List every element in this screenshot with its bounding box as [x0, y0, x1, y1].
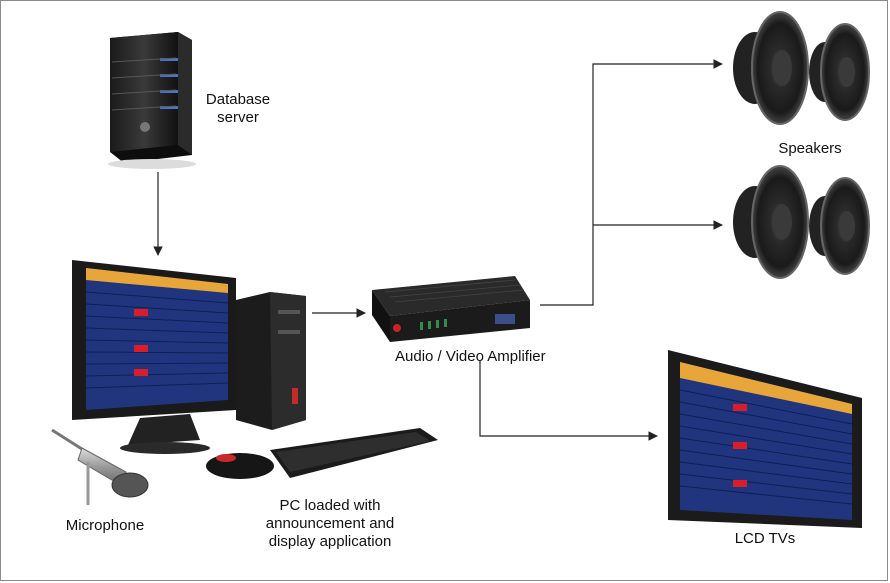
mouse-icon: [206, 453, 274, 479]
speakers-label: Speakers: [778, 140, 842, 157]
server-icon: [108, 32, 196, 169]
database-server-label: Database server: [193, 91, 283, 127]
amplifier-label: Audio / Video Amplifier: [395, 348, 546, 365]
flight-board-small: [85, 268, 229, 410]
lcd-tvs-label: LCD TVs: [734, 530, 796, 547]
database-server-label-line2: server: [217, 109, 259, 126]
pc-label-line2: announcement and: [265, 515, 395, 532]
connectors: [153, 59, 723, 441]
microphone-icon: [51, 428, 149, 505]
lcd-tv-icon: [668, 350, 862, 528]
microphone-label: Microphone: [65, 517, 145, 534]
database-server-label-line1: Database: [205, 91, 271, 108]
arrow-amp-to-speakers-top: [540, 59, 723, 306]
pc-label-line1: PC loaded with: [279, 497, 381, 514]
speakers-icon: [733, 11, 870, 279]
speaker-bottom-right: [809, 177, 870, 275]
pc-label-line3: display application: [268, 533, 392, 550]
arrow-amp-to-lcd: [479, 360, 658, 441]
speaker-top-left: [733, 11, 809, 125]
pc-label: PC loaded with announcement and display …: [245, 497, 415, 551]
speaker-bottom-left: [733, 165, 809, 279]
keyboard-icon: [270, 428, 438, 478]
speaker-top-right: [809, 23, 870, 121]
amplifier-icon: [372, 276, 530, 342]
pc-tower-icon: [236, 292, 306, 430]
monitor-icon: [72, 260, 236, 454]
flight-board-large: [679, 362, 853, 520]
